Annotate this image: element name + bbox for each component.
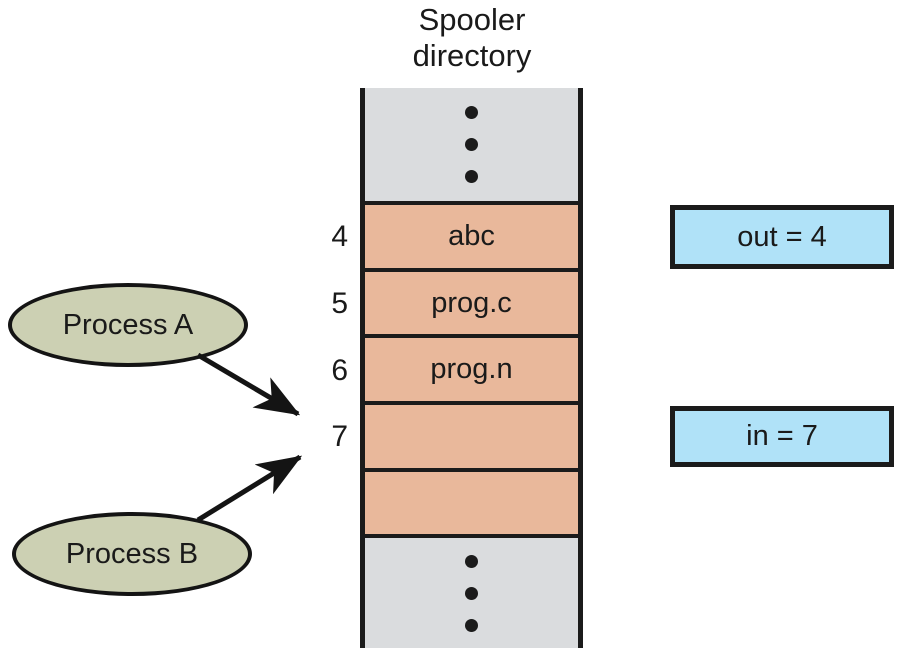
process-a-label: Process A	[62, 308, 194, 341]
in-pointer-box: in = 7	[670, 406, 894, 467]
out-pointer-box: out = 4	[670, 205, 894, 269]
queue-cell-4[interactable]: abc	[365, 205, 578, 272]
row-index-6: 6	[331, 354, 348, 387]
process-b-label: Process B	[65, 537, 199, 570]
vertical-ellipsis-icon	[465, 106, 478, 183]
queue-cell-5-value: prog.c	[431, 286, 512, 319]
vertical-ellipsis-icon	[465, 554, 478, 632]
queue-cell-4-value: abc	[448, 220, 495, 252]
queue-cell-6[interactable]: prog.n	[365, 338, 578, 405]
row-index-7: 7	[331, 420, 348, 453]
in-pointer-label: in = 7	[746, 420, 818, 452]
process-b-node[interactable]: Process B	[12, 512, 252, 596]
row-index-4: 4	[331, 220, 348, 253]
arrow-process-b-to-slot-7	[196, 454, 303, 523]
queue-cell-5[interactable]: prog.c	[365, 272, 578, 338]
process-a-node[interactable]: Process A	[8, 283, 248, 367]
queue-cell-ellipsis-top	[365, 88, 578, 205]
page-title: Spooler directory	[412, 2, 532, 73]
out-pointer-label: out = 4	[737, 220, 827, 253]
arrow-process-a-to-slot-7	[196, 352, 301, 417]
queue-cell-ellipsis-bottom	[365, 538, 578, 648]
spooler-directory-table: abc prog.c prog.n	[360, 88, 583, 648]
queue-cell-6-value: prog.n	[430, 353, 513, 385]
queue-cell-7[interactable]	[365, 405, 578, 472]
queue-cell-8[interactable]	[365, 472, 578, 538]
row-index-5: 5	[331, 287, 348, 320]
